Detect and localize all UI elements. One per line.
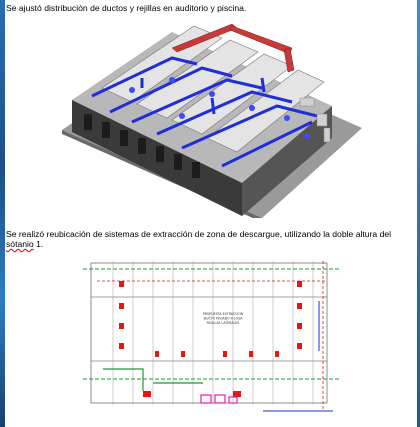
misspelled-word: sótanio	[6, 239, 34, 249]
plan-note-1: PROPUESTA EXTRACCION	[203, 312, 244, 316]
caption-extraccion-text: Se realizó reubicación de sistemas de ex…	[6, 229, 392, 239]
right-window-edge	[417, 0, 420, 427]
duct-3d-model-image	[62, 23, 362, 218]
plan-note-3: REJILLAS LATERALES	[207, 321, 240, 325]
floor-plan-image: PROPUESTA EXTRACCION DUCTO PEGADO A LOSA…	[83, 251, 339, 423]
caption-extraccion-end: 1.	[33, 239, 44, 249]
plan-note-2: DUCTO PEGADO A LOSA	[204, 317, 243, 321]
caption-auditorio: Se ajustó distribución de ductos y rejil…	[6, 3, 247, 13]
caption-extraccion: Se realizó reubicación de sistemas de ex…	[6, 229, 416, 249]
left-window-edge	[0, 0, 5, 427]
